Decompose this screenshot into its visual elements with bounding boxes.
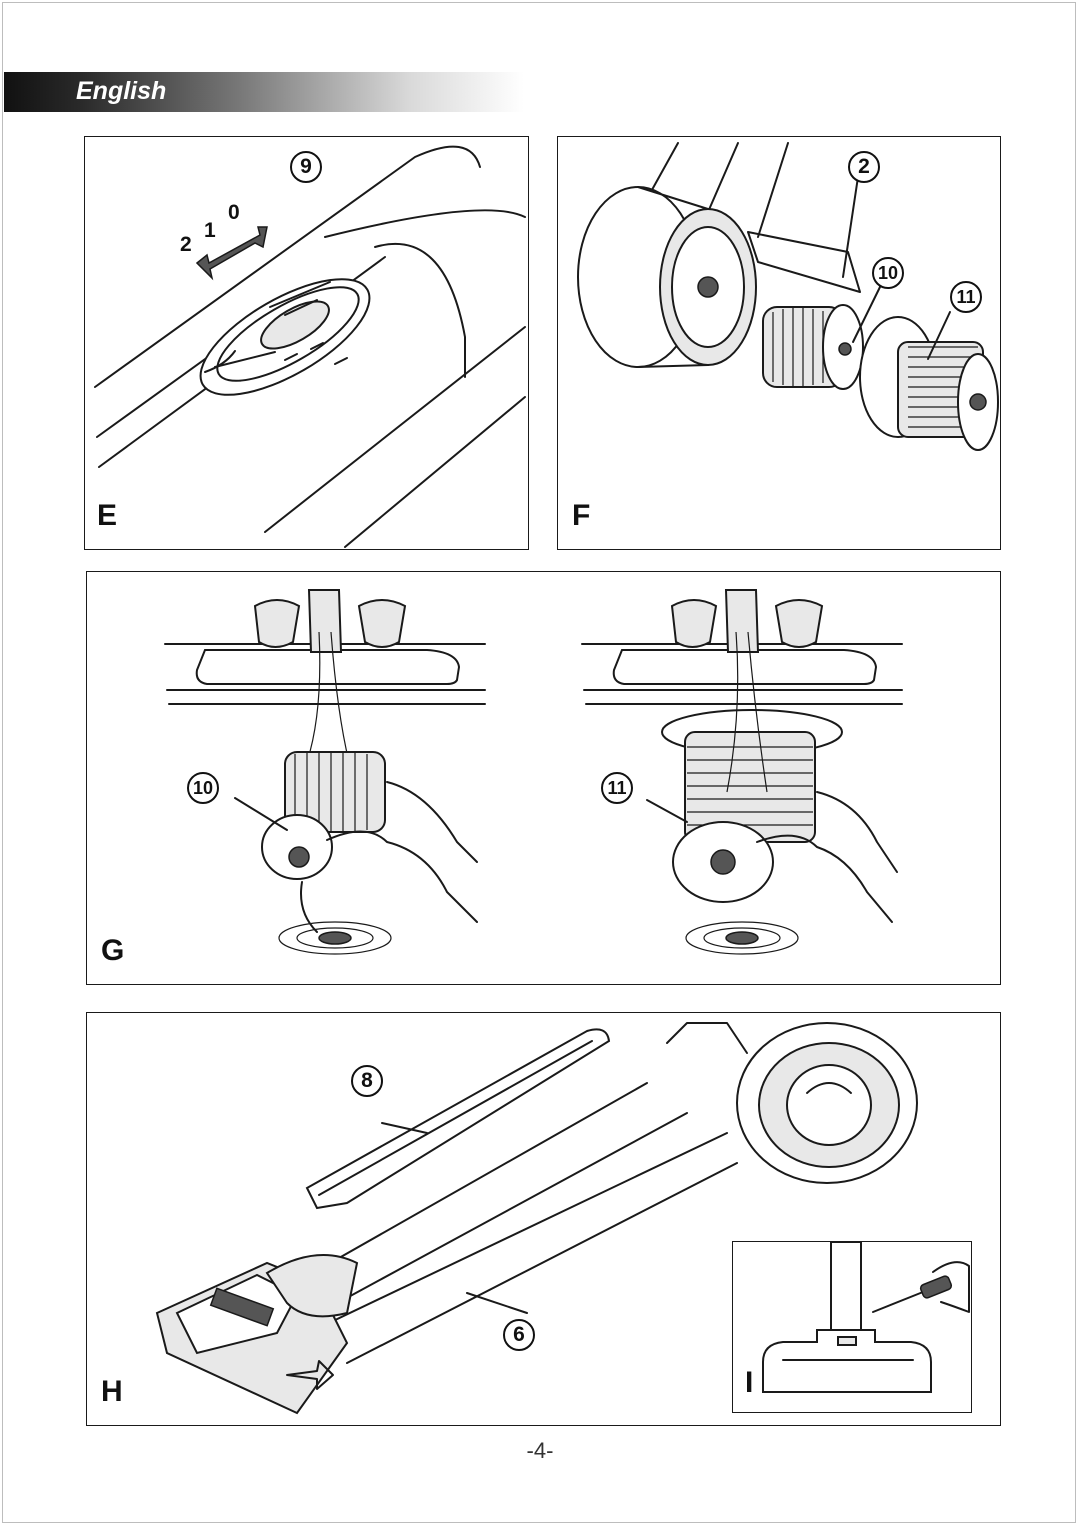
filter-removal-illustration — [577, 142, 999, 451]
speed-label-1: 1 — [204, 219, 216, 242]
panel-f: 2 10 11 F — [557, 136, 1001, 550]
page-number: -4- — [526, 1438, 554, 1463]
callout-2: 2 — [848, 151, 880, 183]
floor-nozzle-illustration — [155, 1022, 918, 1415]
callout-10: 10 — [187, 772, 219, 804]
panel-letter-g: G — [101, 934, 125, 967]
callout-6: 6 — [503, 1319, 535, 1351]
panel-letter-h: H — [101, 1375, 123, 1408]
callout-10: 10 — [872, 257, 904, 289]
callout-9: 9 — [290, 151, 322, 183]
switch-illustration — [94, 145, 526, 548]
panel-letter-e: E — [97, 499, 118, 532]
filter-washing-illustration — [164, 589, 903, 955]
screwdriver-illustration — [762, 1242, 970, 1393]
callout-11: 11 — [601, 772, 633, 804]
speed-label-2: 2 — [180, 233, 192, 256]
language-label: English — [76, 77, 167, 105]
panel-e: 9 2 1 0 E — [84, 136, 529, 550]
panel-h: 8 6 H I — [86, 1012, 1001, 1426]
language-banner — [4, 72, 524, 112]
speed-label-0: 0 — [228, 201, 240, 224]
panel-g: 10 11 G — [86, 571, 1001, 985]
callout-8: 8 — [351, 1065, 383, 1097]
panel-letter-f: F — [572, 499, 591, 532]
panel-i: I — [732, 1241, 972, 1413]
callout-11: 11 — [950, 281, 982, 313]
panel-letter-i: I — [745, 1366, 754, 1399]
